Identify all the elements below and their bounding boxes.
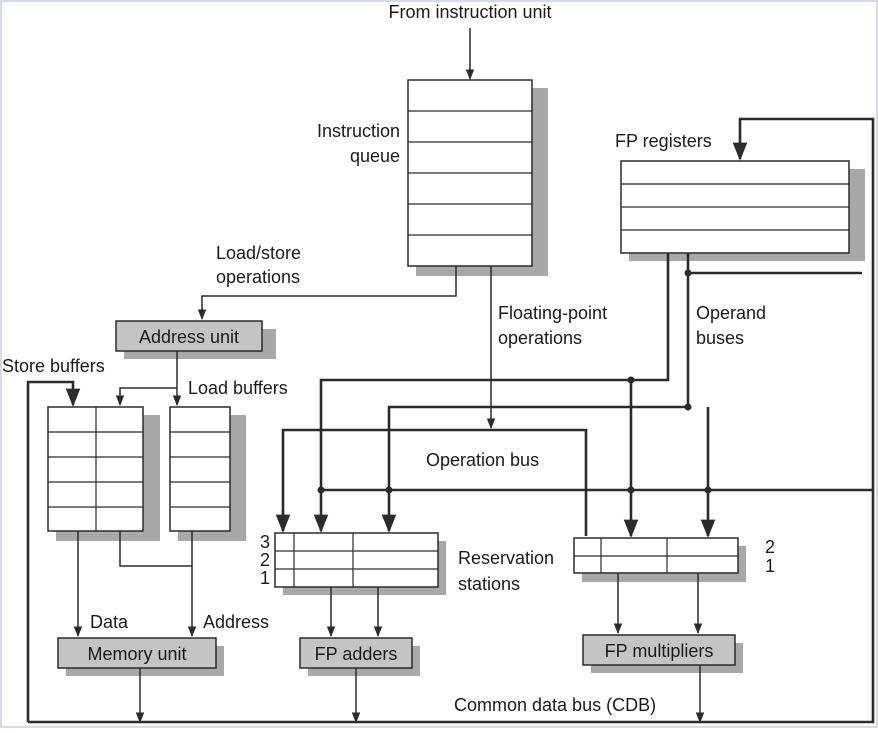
reservation-stations-label-1: Reservation [458,548,554,568]
fp-multipliers [582,634,743,673]
load-store-arrow [197,266,457,321]
fp-adders-label: FP adders [315,644,398,664]
cdb-label: Common data bus (CDB) [454,695,656,715]
address-label: Address [203,612,269,632]
fp-registers [620,160,865,261]
cdb-to-adder-rs [313,488,873,533]
instruction-queue [407,79,548,276]
cdb-to-store-buffers [26,380,81,722]
address-unit [115,320,276,359]
data-label: Data [90,612,129,632]
load-store-label-2: operations [216,267,300,287]
operand-buses-label-1: Operand [696,303,766,323]
operand-bus-1 [319,253,670,490]
instruction-queue-label-1: Instruction [317,121,400,141]
operation-bus [281,428,588,536]
reservation-stations-label-2: stations [458,574,520,594]
load-buffers [169,406,246,541]
fp-adders [299,637,420,676]
load-store-label-1: Load/store [216,243,301,263]
rs-adder-index-2: 2 [260,550,270,570]
operation-bus-label: Operation bus [426,450,539,470]
store-buffers-label: Store buffers [2,356,105,376]
from-instruction-unit-label: From instruction unit [388,2,551,22]
address-unit-label: Address unit [139,327,239,347]
memory-unit-label: Memory unit [87,644,186,664]
thin-arrows [73,28,705,724]
operand-bus-2 [387,253,690,490]
fp-multipliers-label: FP multipliers [605,641,714,661]
rs-adder-index-3: 3 [260,532,270,552]
multiplier-reservation-stations [573,537,746,582]
rs-adder-index-1: 1 [260,568,270,588]
adder-reservation-stations [274,532,446,595]
rs-mult-index-1: 1 [765,556,775,576]
fp-operations-label-1: Floating-point [498,303,607,323]
cdb-to-fp-registers [28,117,875,724]
rs-mult-index-2: 2 [765,537,775,557]
store-buffers [47,406,160,541]
fp-registers-label: FP registers [615,131,712,151]
operand-buses-label-2: buses [696,328,744,348]
instruction-queue-label-2: queue [350,146,400,166]
fp-operations-label-2: operations [498,328,582,348]
memory-unit [57,637,224,676]
load-buffers-label: Load buffers [188,378,288,398]
bus-junctions [317,269,712,494]
